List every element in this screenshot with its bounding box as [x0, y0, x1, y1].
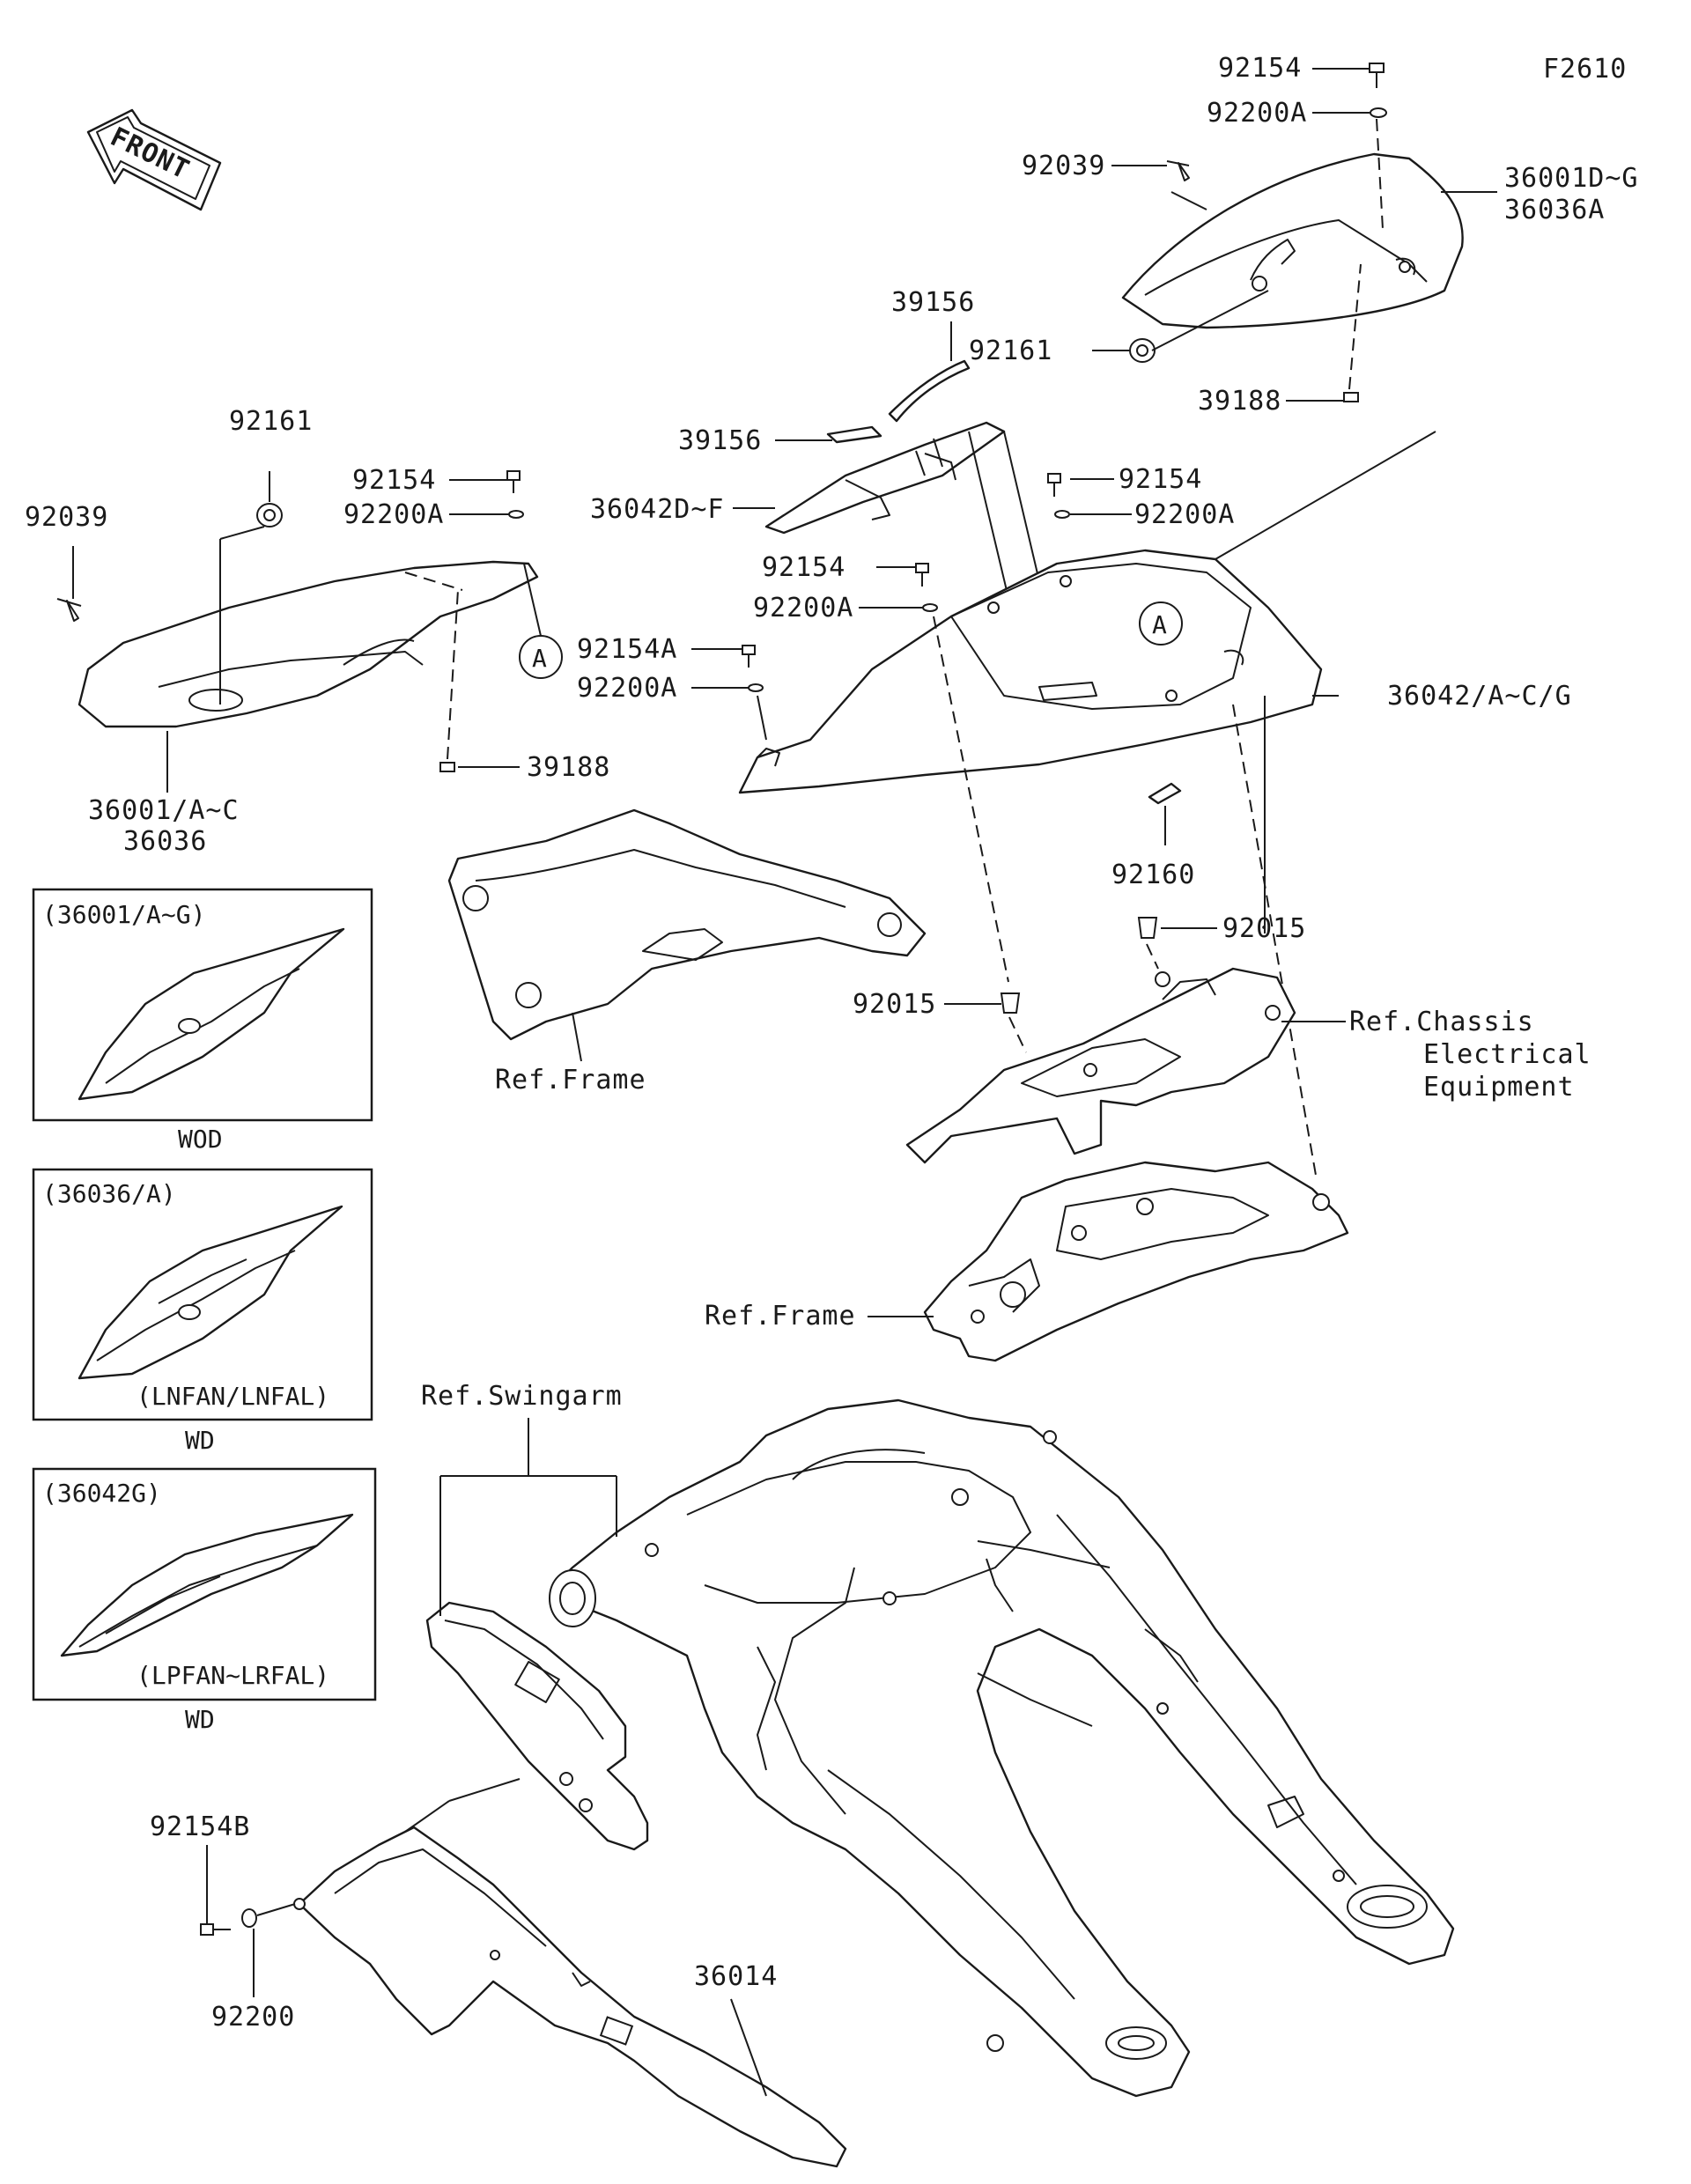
label-92161-top: 92161 — [969, 336, 1052, 366]
label-92154-top: 92154 — [1218, 53, 1302, 84]
label-92161-left: 92161 — [229, 406, 313, 437]
label-92154-cl: 92154 — [762, 552, 846, 583]
grommet-92161-left-icon — [256, 503, 283, 528]
variant-1-part: (36001/A~G) — [42, 900, 205, 929]
washer-92200-icon — [241, 1908, 257, 1928]
variant-3-note: (LPFAN~LRFAL) — [137, 1661, 329, 1690]
variant-box-2: (36036/A) (LNFAN/LNFAL) WD — [32, 1168, 373, 1455]
label-92154-cr: 92154 — [1119, 464, 1202, 495]
label-36036a: 36036A — [1504, 195, 1605, 225]
rear-cover-36042d-f — [764, 421, 1006, 535]
washer-92200a-center-left-icon — [922, 603, 938, 612]
screw-92039-left-icon — [56, 598, 82, 622]
seat-cowl-upper — [1121, 152, 1464, 329]
label-39188-left: 39188 — [527, 752, 610, 783]
clip-92160-icon — [1148, 782, 1182, 805]
callout-a-left: A — [519, 635, 563, 679]
svg-text:A: A — [1152, 610, 1168, 639]
rear-frame-lower — [923, 1161, 1349, 1362]
callout-a-center: A — [1139, 601, 1183, 646]
bolt-92154-center-left-icon — [915, 563, 929, 587]
collar-92015-right-icon — [1137, 917, 1158, 939]
bolt-92154-center-right-icon — [1047, 473, 1061, 497]
variant-3-caption: WD — [185, 1705, 215, 1734]
frame-rail-upper — [447, 808, 927, 1041]
label-92015-left: 92015 — [853, 989, 936, 1020]
screw-92039-top-icon — [1166, 160, 1190, 181]
pad-39188-left-icon — [439, 762, 455, 772]
label-92200a-cr: 92200A — [1134, 499, 1235, 530]
variant-2-caption: WD — [185, 1426, 215, 1455]
figure-id: F2610 — [1543, 54, 1627, 85]
label-ref-frame-upper: Ref.Frame — [495, 1065, 646, 1096]
label-36001-a-c: 36001/A~C — [88, 795, 240, 826]
pad-39156-upper-icon — [888, 359, 971, 423]
label-92200a-l: 92200A — [577, 673, 677, 704]
label-92039-top: 92039 — [1022, 151, 1105, 181]
washer-92200a-center-right-icon — [1054, 510, 1070, 519]
label-92200: 92200 — [211, 2002, 295, 2033]
label-ref-frame-lower: Ref.Frame — [705, 1301, 856, 1332]
pad-39156-lower-icon — [826, 425, 882, 444]
pad-39188-top-icon — [1343, 392, 1359, 402]
chain-cover-36014 — [293, 1826, 847, 2168]
label-92154a: 92154A — [577, 634, 677, 665]
bolt-92154-left-icon — [506, 470, 521, 493]
variant-3-part: (36042G) — [42, 1479, 161, 1508]
variant-1-caption: WOD — [178, 1125, 223, 1154]
label-92015-right: 92015 — [1222, 913, 1306, 944]
label-39156-upper: 39156 — [891, 287, 975, 318]
bolt-92154b-icon — [200, 1923, 231, 1936]
label-92200a-cl: 92200A — [753, 593, 853, 623]
label-39188-top: 39188 — [1198, 386, 1281, 417]
label-92200a-left: 92200A — [343, 499, 444, 530]
label-92154b: 92154B — [150, 1811, 250, 1842]
seat-cover-left — [78, 560, 539, 728]
variant-2-part: (36036/A) — [42, 1179, 176, 1208]
svg-text:A: A — [532, 644, 548, 673]
washer-92200a-left-icon — [748, 683, 764, 692]
label-39156-lower: 39156 — [678, 425, 762, 456]
electrical-tray — [905, 967, 1296, 1164]
label-36036: 36036 — [123, 826, 207, 857]
seat-tail-36042 — [738, 549, 1323, 794]
chain-slider — [425, 1601, 649, 1851]
label-ref-swingarm: Ref.Swingarm — [421, 1381, 623, 1412]
label-92160: 92160 — [1111, 860, 1195, 890]
label-36014: 36014 — [694, 1961, 778, 1992]
label-ref-chassis-1: Ref.Chassis — [1349, 1007, 1534, 1037]
washer-92200a-left2-icon — [508, 510, 524, 519]
label-36042-a-c-g: 36042/A~C/G — [1387, 681, 1572, 712]
bolt-92154-top-icon — [1369, 63, 1385, 88]
swingarm — [549, 1398, 1455, 2098]
washer-92200a-top-icon — [1370, 107, 1387, 118]
collar-92015-left-icon — [1000, 992, 1021, 1014]
label-ref-chassis-3: Equipment — [1423, 1072, 1575, 1103]
variant-box-1: (36001/A~G) WOD — [32, 888, 373, 1154]
label-ref-chassis-2: Electrical — [1423, 1039, 1591, 1070]
label-36001d-g: 36001D~G — [1504, 163, 1639, 194]
label-36042d-f: 36042D~F — [590, 494, 725, 525]
variant-box-3: (36042G) (LPFAN~LRFAL) WD — [32, 1467, 377, 1734]
bolt-92154a-icon — [742, 645, 756, 668]
label-92039-left: 92039 — [25, 502, 108, 533]
grommet-92161-top-icon — [1129, 338, 1156, 363]
label-92154-left: 92154 — [352, 465, 436, 496]
variant-2-note: (LNFAN/LNFAL) — [137, 1382, 329, 1411]
label-92200a-top: 92200A — [1207, 98, 1307, 129]
front-arrow-icon: FRONT — [86, 108, 222, 211]
